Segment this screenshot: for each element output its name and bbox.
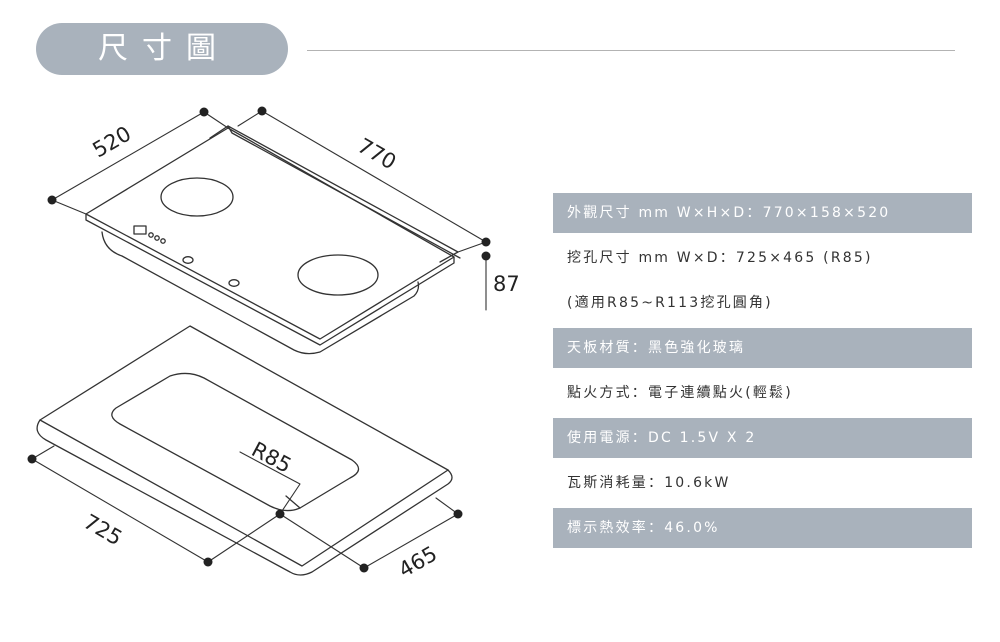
spec-row: 外觀尺寸 mm W×H×D：770×158×520 — [553, 193, 972, 233]
title-divider — [307, 50, 955, 51]
dim-label-radius: R85 — [248, 437, 296, 478]
burner-right — [297, 254, 379, 296]
dim-label-cutout-width: 725 — [80, 510, 127, 551]
cooktop-back-strip — [209, 125, 459, 263]
cutout-outline — [111, 372, 360, 512]
spec-row: 挖孔尺寸 mm W×D：725×465 (R85) — [567, 250, 873, 266]
dimension-diagram: 520 770 87 R85 725 465 — [27, 106, 520, 582]
countertop-edge — [36, 419, 453, 576]
spec-row: 瓦斯消耗量：10.6kW — [567, 475, 731, 491]
spec-row: 點火方式：電子連續點火(輕鬆) — [567, 385, 793, 401]
spec-row: 標示熱效率：46.0% — [553, 508, 972, 548]
spec-row: 天板材質：黑色強化玻璃 — [553, 328, 972, 368]
dimension-endpoints — [27, 106, 491, 573]
spec-row: 使用電源：DC 1.5V X 2 — [553, 418, 972, 458]
cutout-radius-arc — [285, 495, 301, 509]
control-display — [133, 225, 147, 235]
cooktop-housing — [101, 231, 420, 355]
dimension-lines — [31, 110, 487, 569]
dim-label-height: 87 — [493, 272, 520, 296]
spec-list: 外觀尺寸 mm W×H×D：770×158×520 挖孔尺寸 mm W×D：72… — [553, 193, 972, 553]
section-title: 尺寸圖 — [36, 23, 288, 75]
countertop-drawing — [36, 325, 453, 576]
dim-label-cutout-depth: 465 — [395, 541, 442, 582]
burner-left — [160, 177, 234, 217]
knob-left — [182, 256, 194, 264]
cooktop-drawing — [85, 125, 461, 355]
knob-right — [228, 279, 240, 287]
spec-row: (適用R85~R113挖孔圓角) — [567, 295, 773, 311]
